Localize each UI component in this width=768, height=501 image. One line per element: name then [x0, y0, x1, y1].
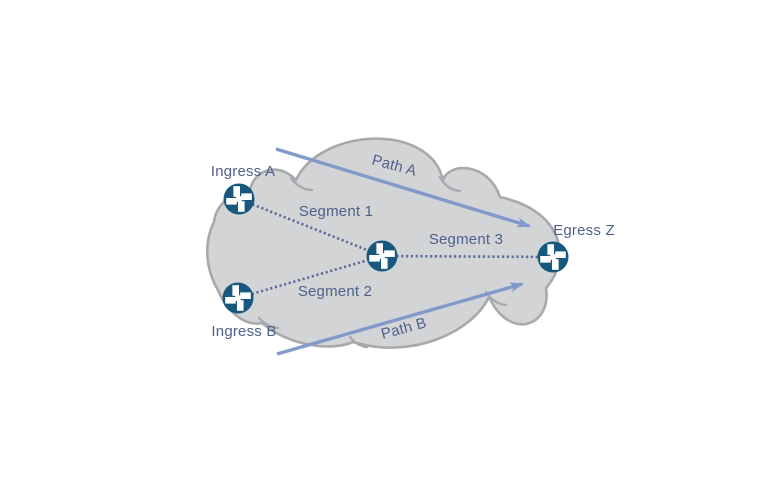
- path-a-arrow: [275, 147, 531, 228]
- router-icon-ingress-a: [223, 183, 255, 215]
- label-segment-2: Segment 2: [298, 283, 372, 300]
- segment-2-line: [237, 254, 383, 300]
- label-egress-z: Egress Z: [553, 222, 615, 239]
- segment-lines: [237, 197, 554, 300]
- path-arrows: [275, 147, 531, 356]
- router-icon-core: [366, 240, 398, 272]
- label-segment-3: Segment 3: [429, 231, 503, 248]
- router-icon-egress-z: [537, 241, 569, 273]
- path-b-arrow: [276, 282, 524, 356]
- cloud-crease: [348, 335, 369, 349]
- cloud-crease: [289, 176, 314, 192]
- segment-1-line: [238, 197, 383, 258]
- router-icon-ingress-b: [222, 282, 254, 314]
- label-ingress-b: Ingress B: [211, 323, 276, 340]
- cloud-crease: [257, 316, 280, 330]
- label-ingress-a: Ingress A: [211, 163, 275, 180]
- cloud-crease: [438, 175, 462, 193]
- label-segment-1: Segment 1: [299, 203, 373, 220]
